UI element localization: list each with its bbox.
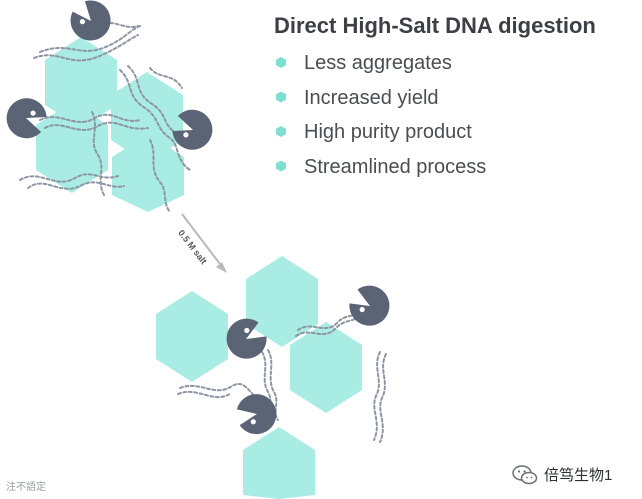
dna-strand-icon [379, 353, 387, 443]
aggregate-cluster [36, 37, 184, 212]
dna-strand-icon [373, 351, 381, 441]
dna-strand-icon [27, 181, 125, 190]
hexagon-bullet-icon [276, 160, 286, 172]
benefit-label: Increased yield [304, 86, 439, 109]
dna-strand-icon [177, 390, 231, 399]
benefit-label: Streamlined process [304, 155, 487, 178]
dna-strand-icon [119, 69, 191, 171]
diagram-title: Direct High-Salt DNA digestion [274, 13, 596, 38]
benefit-item: Streamlined process [276, 154, 486, 189]
benefit-item: Increased yield [276, 85, 486, 120]
hexagon-protein-icon [112, 134, 184, 212]
dna-strand-icon [149, 139, 171, 213]
pacman-nuclease-icon [63, 0, 119, 49]
dna-strands-aggregated [19, 22, 191, 213]
benefit-label: Less aggregates [304, 52, 452, 74]
hexagon-protein-icon [290, 322, 362, 413]
dna-strand-icon [19, 173, 119, 183]
pacman-nuclease-icon [343, 279, 397, 333]
benefit-label: High purity product [304, 121, 472, 143]
benefit-item: High purity product [276, 119, 486, 154]
hexagon-protein-icon [45, 37, 117, 128]
dispersed-proteins [156, 256, 362, 499]
dna-strand-icon [91, 111, 105, 196]
dna-strand-icon [295, 317, 358, 337]
hexagon-protein-icon [156, 291, 228, 382]
hexagon-bullet-icon [276, 126, 286, 137]
hexagon-protein-icon [246, 256, 318, 347]
hexagon-protein-icon [111, 72, 183, 163]
hexagon-protein-icon [243, 427, 315, 499]
dna-strand-icon [44, 121, 149, 131]
process-arrow [181, 213, 227, 273]
watermark-text: 倍笃生物1 [544, 467, 613, 484]
dna-strand-icon [33, 34, 139, 62]
dna-strand-icon [127, 65, 179, 135]
hexagon-bullet-icon [276, 91, 286, 103]
watermark-left: 注不語定 [6, 482, 46, 493]
dna-strand-icon [179, 383, 263, 403]
wechat-icon [512, 464, 538, 484]
hexagon-protein-icon [36, 102, 108, 193]
hexagon-bullet-icon [276, 57, 286, 68]
watermark-account: 倍笃生物1 [512, 464, 612, 485]
benefit-list: Less aggregates Increased yield High pur… [276, 50, 486, 188]
dna-strand-icon [39, 25, 141, 53]
pacman-nuclease-icon [234, 390, 280, 437]
dna-strand-icon [149, 67, 183, 89]
benefit-item: Less aggregates [276, 50, 486, 85]
